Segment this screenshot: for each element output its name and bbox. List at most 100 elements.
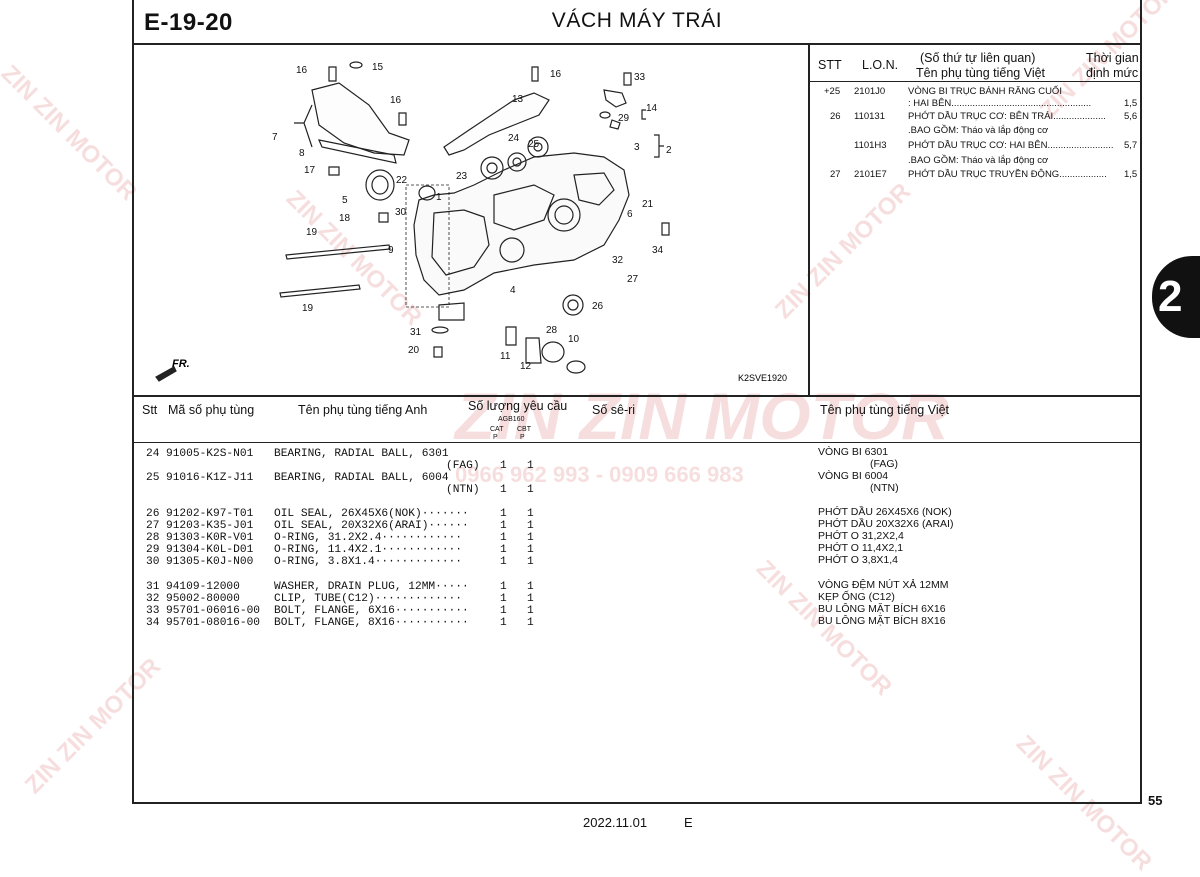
page-number: 55 — [1148, 793, 1163, 808]
row-name-en: OIL SEAL, 26X45X6(NOK)······· — [274, 508, 469, 520]
svg-text:5: 5 — [342, 195, 348, 206]
row-name-vn: PHỚT O 3,8X1,4 — [818, 554, 899, 566]
col-qty-cbt: CBT — [517, 426, 531, 433]
svg-text:33: 33 — [634, 72, 646, 83]
labor-row-time: 5,6 — [1124, 111, 1138, 122]
row-name-en: OIL SEAL, 20X32X6(ARAI)······ — [274, 520, 469, 532]
row-sub-vn: (FAG) — [870, 458, 898, 470]
row-qty-cat: 1 — [500, 520, 507, 532]
row-part-no: 91305-K0J-N00 — [166, 556, 254, 568]
labor-row-desc: PHỚT DẦU TRỤC CƠ: HAI BÊN...............… — [908, 140, 1114, 151]
row-qty-cat: 1 — [500, 532, 507, 544]
watermark-brand-tl: ZIN ZIN MOTOR — [0, 60, 142, 207]
footer-code: E — [684, 815, 693, 830]
svg-text:25: 25 — [528, 139, 540, 150]
row-qty-cbt: 1 — [527, 593, 534, 605]
row-name-vn: PHỚT O 31,2X2,4 — [818, 530, 904, 542]
svg-text:20: 20 — [408, 345, 420, 356]
svg-text:24: 24 — [508, 133, 520, 144]
row-name-en: BEARING, RADIAL BALL, 6301 — [274, 448, 449, 460]
row-qty-cbt: 1 — [527, 508, 534, 520]
row-name-en: WASHER, DRAIN PLUG, 12MM····· — [274, 581, 469, 593]
row-part-no: 91016-K1Z-J11 — [166, 472, 254, 484]
page-frame: E-19-20 VÁCH MÁY TRÁI — [132, 0, 1142, 804]
row-qty-cbt: 1 — [527, 544, 534, 556]
svg-text:11: 11 — [500, 351, 511, 362]
svg-text:6: 6 — [627, 209, 633, 220]
labor-row-code: 1101H3 — [854, 140, 887, 151]
footer-date: 2022.11.01 — [583, 815, 648, 830]
labor-header-name: Tên phụ tùng tiếng Việt — [916, 66, 1046, 80]
row-sub-vn: (NTN) — [870, 482, 899, 494]
row-qty-cat: 1 — [500, 484, 507, 496]
row-name-en: O-RING, 3.8X1.4············· — [274, 556, 462, 568]
svg-text:26: 26 — [592, 301, 604, 312]
labor-row-note: .BAO GỒM: Tháo và lắp động cơ — [908, 155, 1049, 166]
col-qty-p2: P — [520, 434, 525, 441]
col-qty-model: AGB160 — [498, 416, 525, 423]
row-name-vn: BU LÔNG MẶT BÍCH 6X16 — [818, 603, 946, 615]
row-qty-cbt: 1 — [527, 605, 534, 617]
row-qty-cat: 1 — [500, 593, 507, 605]
row-part-no: 91304-K0L-D01 — [166, 544, 254, 556]
row-stt: 25 — [146, 472, 160, 484]
labor-time-table: STT L.O.N. (Số thứ tự liên quan) Tên phụ… — [810, 45, 1142, 395]
svg-text:21: 21 — [642, 199, 654, 210]
row-qty-cbt: 1 — [527, 460, 534, 472]
row-qty-cbt: 1 — [527, 617, 534, 629]
row-qty-cbt: 1 — [527, 581, 534, 593]
page-code: E-19-20 — [144, 9, 233, 36]
svg-text:13: 13 — [512, 94, 524, 105]
svg-text:12: 12 — [520, 361, 532, 372]
labor-row-desc: PHỚT DẦU TRỤC TRUYỀN ĐỘNG...............… — [908, 169, 1107, 180]
row-stt: 30 — [146, 556, 160, 568]
col-name-en: Tên phụ tùng tiếng Anh — [298, 403, 428, 417]
labor-row-desc2: : HAI BÊN...............................… — [908, 98, 1092, 109]
svg-text:8: 8 — [299, 148, 305, 159]
col-name-vn: Tên phụ tùng tiếng Việt — [820, 403, 950, 417]
svg-text:2: 2 — [666, 145, 672, 156]
col-qty-p1: P — [493, 434, 498, 441]
svg-text:1: 1 — [436, 192, 442, 203]
row-name-vn: KẸP ỐNG (C12) — [818, 591, 895, 603]
row-stt: 27 — [146, 520, 160, 532]
row-qty-cat: 1 — [500, 544, 507, 556]
labor-row-desc: PHỚT DẦU TRỤC CƠ: BÊN TRÁI..............… — [908, 111, 1106, 122]
svg-text:29: 29 — [618, 113, 630, 124]
row-stt: 33 — [146, 605, 160, 617]
row-qty-cbt: 1 — [527, 484, 534, 496]
row-stt: 31 — [146, 581, 160, 593]
svg-text:18: 18 — [339, 213, 351, 224]
svg-text:30: 30 — [395, 207, 407, 218]
svg-text:34: 34 — [652, 245, 664, 256]
row-name-vn: BU LÔNG MẶT BÍCH 8X16 — [818, 615, 946, 627]
row-qty-cbt: 1 — [527, 520, 534, 532]
row-part-no: 91203-K35-J01 — [166, 520, 254, 532]
row-qty-cat: 1 — [500, 581, 507, 593]
row-qty-cat: 1 — [500, 556, 507, 568]
row-stt: 32 — [146, 593, 160, 605]
svg-text:14: 14 — [646, 103, 658, 114]
row-qty-cbt: 1 — [527, 556, 534, 568]
row-stt: 26 — [146, 508, 160, 520]
svg-text:31: 31 — [410, 327, 422, 338]
row-name-en: O-RING, 11.4X2.1············ — [274, 544, 462, 556]
row-name-vn: VÒNG BI 6004 — [818, 470, 889, 482]
svg-text:32: 32 — [612, 255, 624, 266]
section-tab: 2 — [1152, 256, 1200, 338]
svg-text:15: 15 — [372, 62, 384, 73]
row-stt: 34 — [146, 617, 160, 629]
row-name-vn: PHỚT O 11,4X2,1 — [818, 542, 904, 554]
labor-row-desc: VÒNG BI TRỤC BÁNH RĂNG CUỐI — [908, 86, 1062, 97]
svg-text:3: 3 — [634, 142, 640, 153]
row-part-no: 95002-80000 — [166, 593, 240, 605]
svg-text:16: 16 — [390, 95, 402, 106]
svg-text:22: 22 — [396, 175, 408, 186]
labor-row-code: 2101E7 — [854, 169, 887, 180]
row-part-no: 91202-K97-T01 — [166, 508, 254, 520]
row-part-no: 95701-08016-00 — [166, 617, 260, 629]
svg-text:19: 19 — [302, 303, 314, 314]
svg-text:4: 4 — [510, 285, 516, 296]
